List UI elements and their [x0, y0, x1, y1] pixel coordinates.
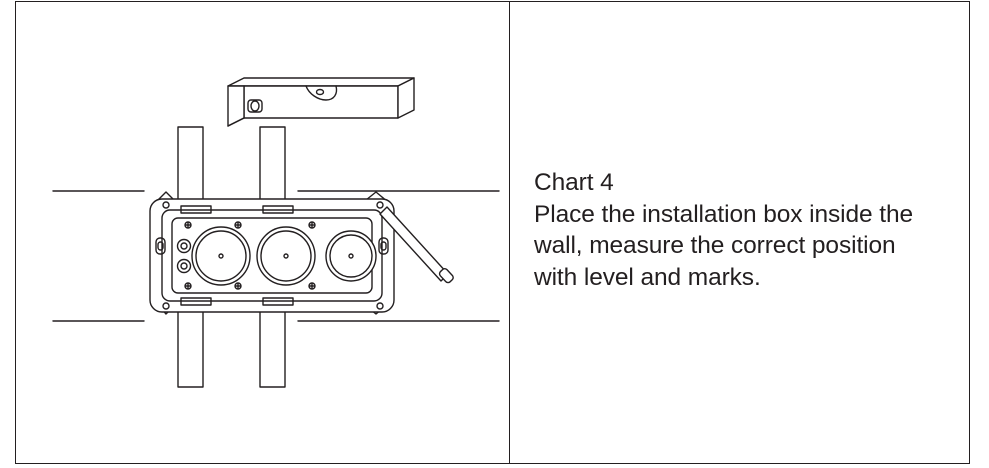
spirit-level-icon: [227, 77, 415, 127]
illustration-cell: [16, 2, 510, 463]
installation-illustration: [52, 77, 500, 388]
screwdriver-icon: [379, 206, 454, 284]
instruction-line-2: wall, measure the correct position: [534, 232, 896, 259]
wall-lines: [52, 190, 500, 322]
instruction-line-1: Place the installation box inside the: [534, 200, 914, 228]
instruction-line-3: with level and marks.: [534, 263, 761, 291]
text-cell: Chart 4 Place the installation box insid…: [510, 2, 969, 463]
instruction-table: Chart 4 Place the installation box insid…: [15, 1, 970, 464]
step-caption: Chart 4 Place the installation box insid…: [534, 167, 954, 293]
installation-box-icon: [149, 191, 395, 315]
step-title: Chart 4: [534, 169, 614, 196]
